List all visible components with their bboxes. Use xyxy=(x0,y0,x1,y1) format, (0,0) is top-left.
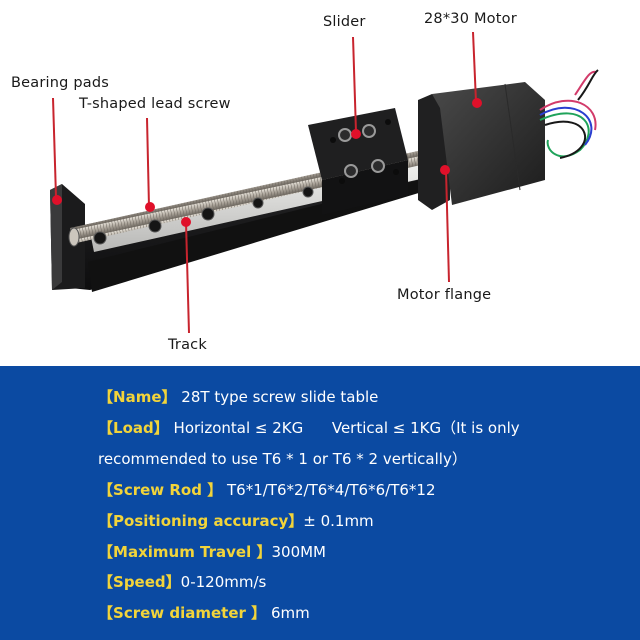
callout-motor-flange: Motor flange xyxy=(397,287,492,303)
linear-slide-illustration xyxy=(50,31,599,334)
spec-key: Speed xyxy=(113,573,166,591)
callout-bearing-pads: Bearing pads xyxy=(11,75,109,91)
spec-key: Maximum Travel xyxy=(113,543,257,561)
product-photo: Bearing pads T-shaped lead screw Slider … xyxy=(11,11,599,353)
spec-key: Positioning accuracy xyxy=(113,512,289,530)
spec-key: Name xyxy=(113,388,162,406)
spec-value: 28T type screw slide table xyxy=(181,388,379,406)
callout-slider: Slider xyxy=(323,14,366,30)
spec-load: 【Load】 Horizontal ≤ 2KG Vertical ≤ 1KG（I… xyxy=(98,419,520,437)
spec-value: T6*1/T6*2/T6*4/T6*6/T6*12 xyxy=(226,481,436,499)
spec-load-note: recommended to use T6 * 1 or T6 * 2 vert… xyxy=(98,448,467,469)
spec-value: recommended to use T6 * 1 or T6 * 2 vert… xyxy=(98,450,467,468)
spec-value: Horizontal ≤ 2KG Vertical ≤ 1KG（It is on… xyxy=(173,419,520,437)
spec-screw-diameter: 【Screw diameter 】 6mm xyxy=(98,604,310,622)
callout-motor: 28*30 Motor xyxy=(424,11,517,27)
spec-key: Screw diameter xyxy=(113,604,252,622)
spec-panel: 【Name】 28T type screw slide table 【Load】… xyxy=(0,366,640,640)
spec-positioning-accuracy: 【Positioning accuracy】± 0.1mm xyxy=(98,512,374,530)
spec-screw-rod: 【Screw Rod 】 T6*1/T6*2/T6*4/T6*6/T6*12 xyxy=(98,481,436,499)
spec-speed: 【Speed】0-120mm/s xyxy=(98,573,267,591)
callout-lead-screw: T-shaped lead screw xyxy=(79,96,231,112)
spec-maximum-travel: 【Maximum Travel 】300MM xyxy=(98,543,326,561)
spec-value: 300MM xyxy=(271,543,326,561)
spec-key: Screw Rod xyxy=(113,481,208,499)
spec-value: ± 0.1mm xyxy=(303,512,374,530)
spec-value: 0-120mm/s xyxy=(180,573,267,591)
callout-track: Track xyxy=(168,337,207,353)
spec-value: 6mm xyxy=(270,604,310,622)
spec-name: 【Name】 28T type screw slide table xyxy=(98,388,379,406)
spec-key: Load xyxy=(113,419,154,437)
